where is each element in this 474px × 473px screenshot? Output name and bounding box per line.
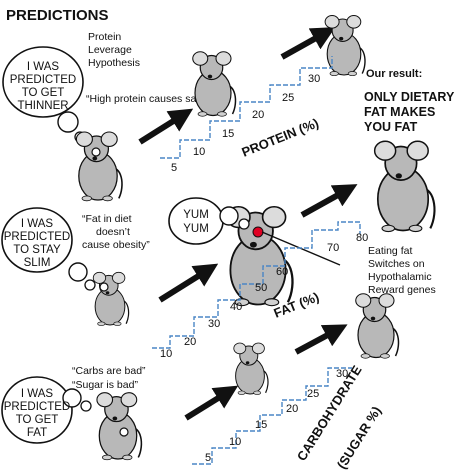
arrow-icon	[300, 184, 358, 218]
protein-hypothesis-line: Hypothesis	[88, 57, 140, 69]
bubble-text: THINNER	[17, 100, 68, 112]
bubble-text: TO GET	[22, 87, 65, 99]
stair-value: 20	[286, 403, 298, 415]
arrow-icon	[184, 385, 239, 421]
stair-value: 30	[308, 73, 320, 85]
stair-value: 20	[252, 109, 264, 121]
carb-quote: “Carbs are bad”	[72, 365, 146, 377]
our-result-line: YOU FAT	[364, 120, 418, 134]
bubble-text: PREDICTED	[4, 401, 70, 413]
stair-value: 10	[193, 146, 205, 158]
fat-quote: “Fat in diet doesn’t cause obesity”	[82, 213, 150, 251]
protein-hypothesis: Protein Leverage Hypothesis “High protei…	[86, 31, 220, 105]
protein-staircase: 5 10 15 20 25 30	[160, 56, 333, 174]
reward-note-line: Eating fat	[368, 245, 412, 257]
our-result-line: FAT MAKES	[364, 105, 435, 119]
carb-quotes: “Carbs are bad” “Sugar is bad”	[72, 365, 146, 391]
mouse-icon	[355, 293, 400, 359]
stair-value: 25	[307, 388, 319, 400]
protein-hypothesis-line: Protein	[88, 31, 121, 43]
reward-note: Eating fat Switches on Hypothalamic Rewa…	[368, 245, 436, 296]
stair-value: 15	[222, 128, 234, 140]
bubble-text: I WAS	[21, 388, 53, 400]
thought-bubble-yum: YUM YUM	[168, 197, 250, 245]
axis-label-protein: PROTEIN (%)	[240, 115, 321, 159]
axis-label-carb-sub: (SUGAR %)	[334, 404, 384, 472]
yum-text: YUM	[183, 209, 209, 221]
stair-value: 60	[276, 266, 288, 278]
mouse-icon	[75, 131, 123, 202]
fat-quote-line: cause obesity”	[82, 239, 150, 251]
protein-hypothesis-line: Leverage	[88, 44, 132, 56]
arrow-icon	[158, 263, 219, 303]
stair-value: 25	[282, 92, 294, 104]
reward-note-line: Hypothalamic	[368, 271, 432, 283]
stair-value: 5	[171, 162, 177, 174]
reward-note-line: Switches on	[368, 258, 425, 270]
protein-quote: “High protein causes satiety”	[86, 93, 220, 105]
bubble-text: TO GET	[16, 414, 59, 426]
bubble-text: TO STAY	[13, 244, 61, 256]
fat-quote-line: doesn’t	[96, 226, 130, 238]
bubble-text: I WAS	[27, 61, 59, 73]
thought-bubble-fat: I WAS PREDICTED TO STAY SLIM	[1, 207, 96, 291]
carb-quote: “Sugar is bad”	[72, 379, 138, 391]
arrow-icon	[294, 324, 348, 355]
page-title: PREDICTIONS	[6, 7, 109, 24]
thought-bubble-carb: I WAS PREDICTED TO GET FAT	[1, 376, 92, 444]
bubble-text: SLIM	[24, 257, 51, 269]
fat-quote-line: “Fat in diet	[82, 213, 132, 225]
our-result-heading: Our result:	[366, 68, 422, 80]
arrow-icon	[138, 108, 194, 145]
bubble-text: PREDICTED	[4, 231, 70, 243]
bubble-text: FAT	[27, 427, 47, 439]
stair-value: 30	[208, 318, 220, 330]
hypothalamus-marker	[252, 226, 264, 238]
mouse-icon	[324, 14, 366, 77]
stair-value: 10	[160, 348, 172, 360]
thought-bubble-protein: I WAS PREDICTED TO GET THINNER	[2, 46, 86, 143]
mouse-icon	[192, 51, 237, 117]
fat-staircase: 10 20 30 40 50 60 70 80	[152, 221, 368, 360]
our-result: Our result: ONLY DIETARY FAT MAKES YOU F…	[364, 68, 455, 134]
stair-value: 10	[229, 436, 241, 448]
our-result-line: ONLY DIETARY	[364, 90, 455, 104]
stair-value: 5	[205, 452, 211, 464]
mouse-icon	[233, 342, 269, 396]
stair-value: 30	[336, 368, 348, 380]
stair-value: 40	[230, 301, 242, 313]
yum-text: YUM	[183, 223, 209, 235]
bubble-text: I WAS	[21, 218, 53, 230]
carb-staircase: 5 10 15 20 25 30	[192, 367, 352, 465]
stair-value: 80	[356, 232, 368, 244]
stair-value: 20	[184, 336, 196, 348]
mouse-icon	[373, 140, 436, 233]
bubble-text: PREDICTED	[10, 74, 76, 86]
stair-value: 15	[255, 419, 267, 431]
stair-value: 50	[255, 282, 267, 294]
stair-value: 70	[327, 242, 339, 254]
reward-note-line: Reward genes	[368, 284, 436, 296]
mouse-icon	[96, 391, 143, 461]
arrow-icon	[280, 27, 336, 60]
mouse-icon	[92, 271, 130, 327]
